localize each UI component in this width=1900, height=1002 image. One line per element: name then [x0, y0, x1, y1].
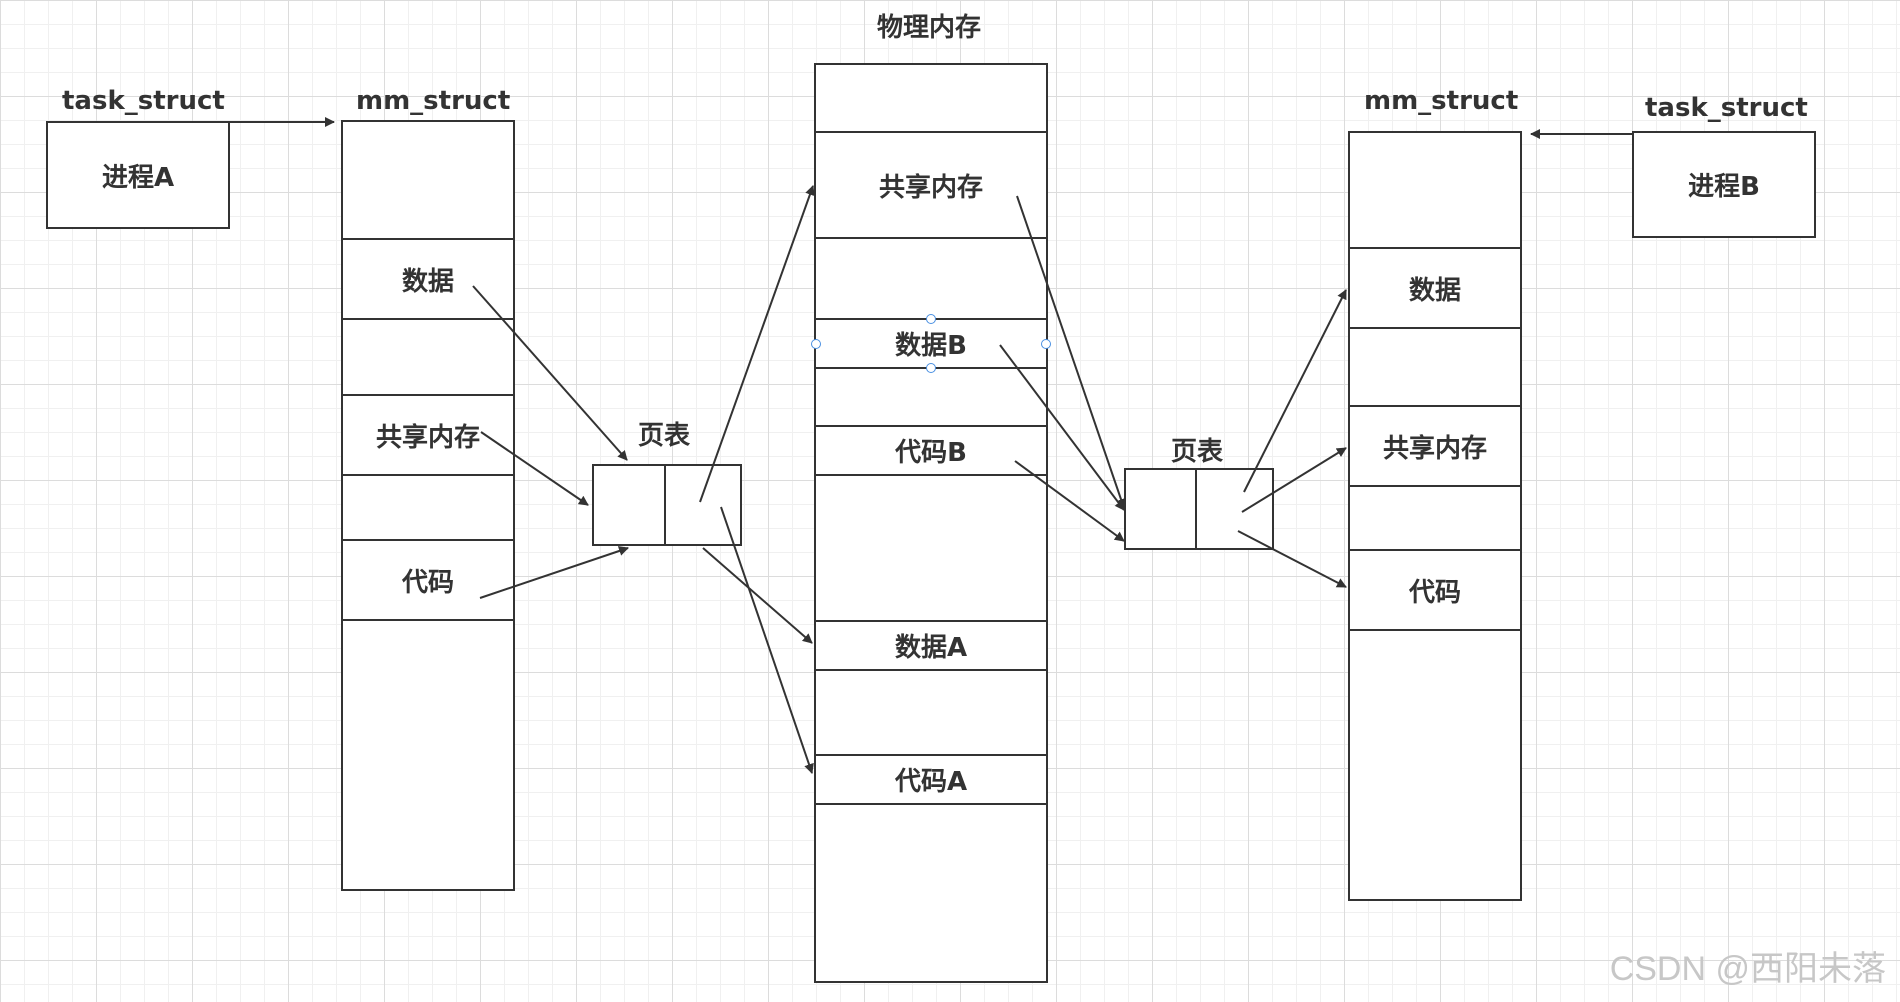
mm-a-shared-label: 共享内存	[375, 422, 480, 453]
selection-handle-bottom[interactable]	[926, 363, 936, 373]
selection-handle-left[interactable]	[811, 339, 821, 349]
arrow-pt-a-to-phys-code-a	[720, 506, 814, 774]
arrow-pt-b-to-mm-b-shared	[1241, 447, 1347, 513]
mm-b-data-segment[interactable]: 数据	[1348, 247, 1522, 329]
arrow-mm-a-data-to-pt	[472, 285, 628, 461]
page-table-b-divider	[1195, 468, 1197, 550]
arrow-phys-shared-to-pt-b	[1016, 195, 1126, 509]
process-b-label: 进程B	[1688, 172, 1760, 202]
arrow-pt-b-to-mm-b-data	[1243, 289, 1347, 493]
arrow-pt-b-to-mm-b-code	[1237, 530, 1347, 588]
arrow-mm-a-shared-to-pt	[480, 431, 589, 506]
process-a-label: 进程A	[101, 162, 175, 193]
mm-struct-a-title: mm_struct	[356, 86, 511, 116]
mm-a-code-segment[interactable]: 代码	[341, 539, 515, 621]
arrow-pt-a-to-phys-shared	[699, 185, 815, 503]
selection-handle-right[interactable]	[1041, 339, 1051, 349]
mm-b-code-label: 代码	[1408, 577, 1461, 608]
page-table-a-title: 页表	[638, 421, 691, 451]
mm-struct-b-title: mm_struct	[1364, 86, 1519, 116]
phys-code-b-label: 代码B	[895, 438, 967, 468]
mm-a-data-segment[interactable]: 数据	[341, 238, 515, 320]
selection-handle-top[interactable]	[926, 314, 936, 324]
page-table-b-title: 页表	[1171, 437, 1224, 467]
phys-code-a-label: 代码A	[894, 767, 968, 797]
phys-data-a-segment[interactable]: 数据A	[814, 620, 1048, 671]
phys-code-a-segment[interactable]: 代码A	[814, 754, 1048, 805]
watermark: CSDN @西阳未落	[1609, 950, 1886, 988]
mm-b-shared-label: 共享内存	[1382, 433, 1487, 464]
phys-shared-label: 共享内存	[878, 172, 983, 203]
arrow-mm-a-code-to-pt	[479, 546, 629, 599]
task-struct-a-title: task_struct	[62, 86, 225, 116]
phys-code-b-segment[interactable]: 代码B	[814, 425, 1048, 476]
arrow-phys-code-b-to-pt-b	[1014, 460, 1125, 542]
phys-shared-segment[interactable]: 共享内存	[814, 131, 1048, 239]
mm-b-code-segment[interactable]: 代码	[1348, 549, 1522, 631]
mm-a-data-label: 数据	[401, 266, 454, 297]
physical-memory-title: 物理内存	[877, 13, 982, 43]
process-b-box[interactable]: 进程B	[1632, 131, 1816, 238]
mm-b-shared-segment[interactable]: 共享内存	[1348, 405, 1522, 487]
page-table-a-divider	[664, 464, 666, 546]
phys-data-a-label: 数据A	[894, 633, 968, 663]
arrow-pt-a-to-phys-data-a	[702, 547, 813, 644]
page-table-a[interactable]	[592, 464, 742, 546]
mm-b-data-label: 数据	[1408, 275, 1461, 306]
mm-a-code-label: 代码	[401, 567, 454, 598]
arrow-phys-data-b-to-pt-b	[999, 344, 1125, 511]
process-a-box[interactable]: 进程A	[46, 121, 230, 229]
phys-data-b-label: 数据B	[895, 331, 967, 361]
task-struct-b-title: task_struct	[1645, 93, 1808, 123]
